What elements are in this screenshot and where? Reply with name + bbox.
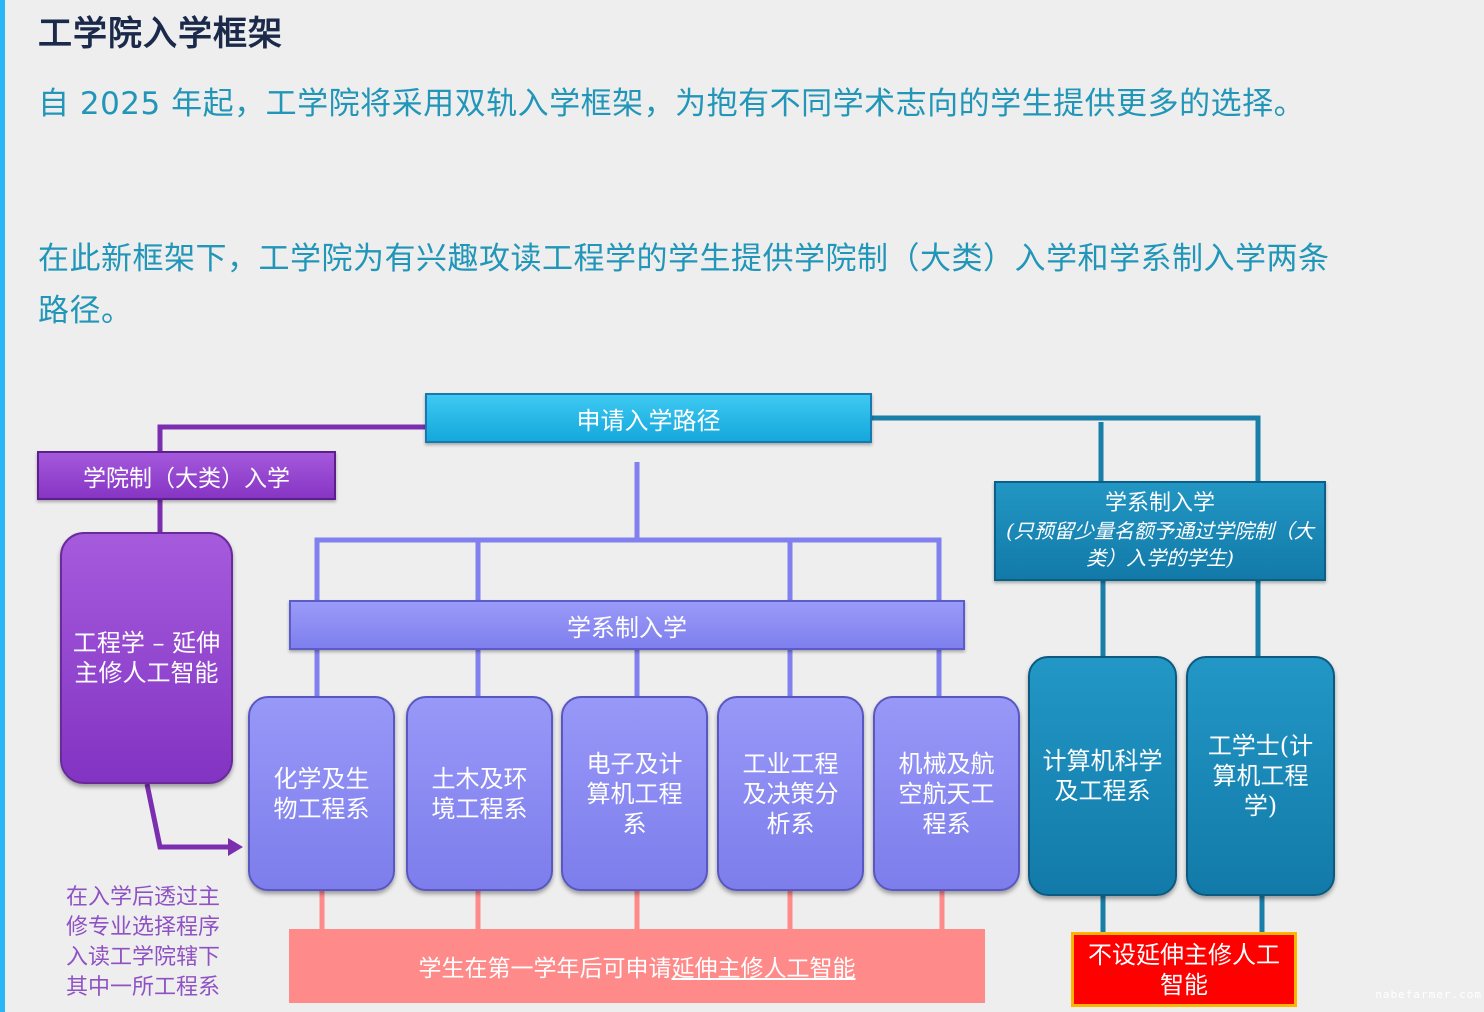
dept-box-ece: 电子及计算机工程系 bbox=[561, 696, 708, 891]
ai-extension-bar: 学生在第一学年后可申请延伸主修人工智能 bbox=[289, 929, 985, 1003]
dept-admission-right-bar: 学系制入学 (只预留少量名额予通过学院制（大类）入学的学生) bbox=[994, 481, 1326, 581]
connector-lines bbox=[144, 415, 1265, 932]
dept-admission-right-note: (只预留少量名额予通过学院制（大类）入学的学生) bbox=[1006, 519, 1314, 570]
admission-framework-diagram: 申请入学路径 学院制（大类）入学 工程学 – 延伸主修人工智能 学系制入学 学系… bbox=[0, 380, 1484, 1012]
left-accent-bar bbox=[0, 0, 5, 1012]
ai-extension-prefix: 学生在第一学年后可申请 bbox=[418, 956, 672, 982]
dept-admission-mid-bar: 学系制入学 bbox=[289, 600, 965, 650]
arrowhead-engai bbox=[228, 838, 243, 856]
page-title: 工学院入学框架 bbox=[38, 14, 283, 54]
dept-box-civil: 土木及环境工程系 bbox=[406, 696, 553, 891]
apply-path-bar: 申请入学路径 bbox=[425, 393, 872, 443]
dept-box-mae: 机械及航空航天工程系 bbox=[873, 696, 1020, 891]
framework-paragraph: 在此新框架下，工学院为有兴趣攻读工程学的学生提供学院制（大类）入学和学系制入学两… bbox=[38, 241, 1330, 329]
dept-box-ceng: 工学士(计算机工程学) bbox=[1186, 656, 1335, 896]
side-note: 在入学后透过主修专业选择程序入读工学院辖下其中一所工程系 bbox=[66, 885, 221, 1000]
dept-box-cbe: 化学及生物工程系 bbox=[248, 696, 395, 891]
college-admission-bar: 学院制（大类）入学 bbox=[37, 451, 336, 500]
intro-paragraph: 自 2025 年起，工学院将采用双轨入学框架，为抱有不同学术志向的学生提供更多的… bbox=[38, 86, 1306, 122]
connector-engai-to-depts bbox=[144, 783, 228, 850]
ai-extension-link[interactable]: 延伸主修人工智能 bbox=[671, 956, 856, 982]
engineering-ai-box: 工程学 – 延伸主修人工智能 bbox=[60, 532, 233, 784]
watermark: nabefarmer.com bbox=[1375, 988, 1482, 1001]
connector-apply-to-college bbox=[157, 424, 425, 451]
dept-box-cse: 计算机科学及工程系 bbox=[1028, 656, 1177, 896]
connector-apply-to-right bbox=[872, 415, 1261, 481]
no-ai-extension-box: 不设延伸主修人工智能 bbox=[1071, 932, 1297, 1007]
dept-admission-right-title: 学系制入学 bbox=[1104, 491, 1215, 516]
connector-mid-top-rail bbox=[314, 537, 942, 600]
dept-box-ieda: 工业工程及决策分析系 bbox=[717, 696, 864, 891]
